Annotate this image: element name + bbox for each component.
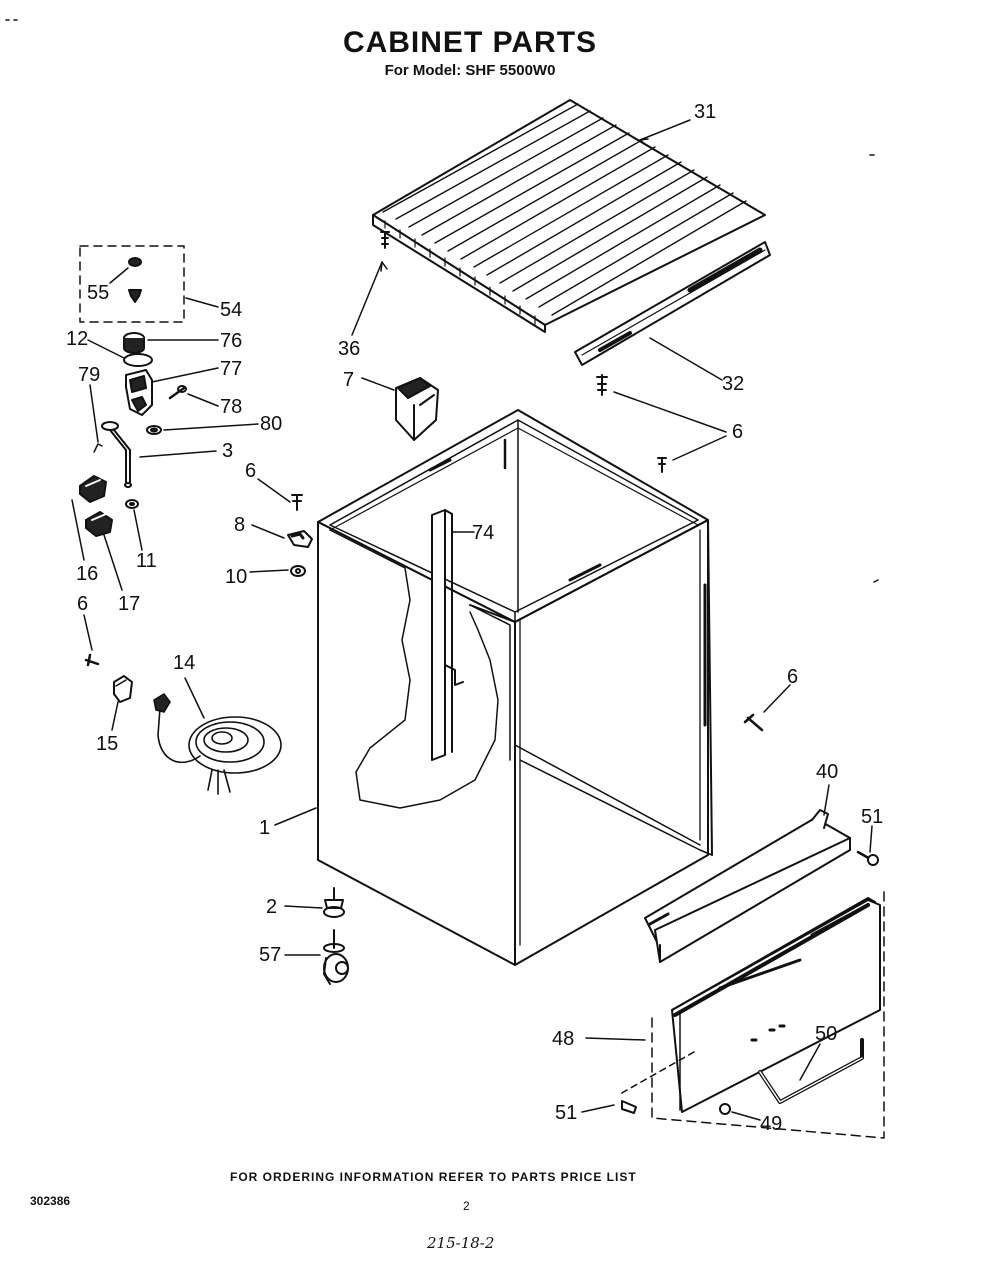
kit-box-48 (651, 887, 885, 1139)
cabinet-lid-31 (372, 99, 766, 333)
callout-51b: 51 (555, 1102, 577, 1124)
callout-12: 12 (66, 328, 88, 350)
bracket-7 (395, 377, 439, 441)
nut-49 (719, 1103, 731, 1115)
callout-10: 10 (225, 566, 247, 588)
washer-11 (125, 499, 139, 509)
clamp-15 (113, 675, 133, 703)
callout-54: 54 (220, 299, 242, 321)
callout-7: 7 (343, 369, 354, 391)
screw-6-top (596, 374, 608, 396)
callout-36: 36 (338, 338, 360, 360)
callout-6d: 6 (77, 593, 88, 615)
callout-76: 76 (220, 330, 242, 352)
ordering-note: FOR ORDERING INFORMATION REFER TO PARTS … (230, 1170, 637, 1184)
screw-6-mid (657, 457, 667, 473)
callout-6a: 6 (732, 421, 743, 443)
nut-10 (290, 565, 306, 577)
caster-57 (323, 929, 349, 985)
knob-76 (123, 332, 145, 354)
nut-80 (146, 425, 162, 435)
callout-15: 15 (96, 733, 118, 755)
document-number: 302386 (30, 1194, 71, 1208)
screw-6-right (743, 713, 764, 732)
callout-40: 40 (816, 761, 838, 783)
callout-80: 80 (260, 413, 282, 435)
leader-lines (71, 119, 873, 1121)
cabinet-body-1 (317, 409, 713, 966)
drain-channel-74 (431, 509, 464, 761)
page-title: CABINET PARTS (342, 26, 598, 59)
thermostat-77 (125, 369, 153, 416)
callout-2: 2 (266, 896, 277, 918)
handwritten-note: 215-18-2 (427, 1234, 495, 1252)
washer-12 (123, 353, 153, 367)
part-79 (93, 443, 103, 453)
callout-51a: 51 (861, 806, 883, 828)
leveling-leg-2 (323, 887, 345, 918)
callout-74: 74 (472, 522, 494, 544)
callout-labels: 31 32 36 7 6 6 6 6 74 8 10 1 2 57 55 54 … (66, 101, 883, 1135)
callout-48: 48 (552, 1028, 574, 1050)
screw-78 (168, 385, 187, 400)
screw-6-left (291, 494, 303, 511)
screw-36 (380, 231, 390, 249)
drain-tube-50 (758, 1038, 864, 1104)
part-55 (128, 257, 142, 303)
callout-57: 57 (259, 944, 281, 966)
callout-16: 16 (76, 563, 98, 585)
callout-6c: 6 (787, 666, 798, 688)
callout-78: 78 (220, 396, 242, 418)
screw-51-right (856, 850, 879, 866)
callout-11: 11 (136, 550, 157, 572)
access-panel-48 (671, 897, 881, 1113)
hinge-rail-32 (574, 241, 771, 366)
knob-17 (85, 511, 113, 537)
bottom-rail-40 (644, 809, 851, 963)
screw-6-clamp (84, 653, 100, 667)
callout-14: 14 (173, 652, 195, 674)
model-subtitle: For Model: SHF 5500W0 (384, 62, 556, 79)
shaft-3 (101, 421, 132, 488)
callout-49: 49 (760, 1113, 782, 1135)
page-number: 2 (463, 1199, 470, 1213)
kit-box-54 (79, 245, 185, 323)
callout-6b: 6 (245, 460, 256, 482)
screw-51-left (621, 1100, 637, 1114)
knob-16 (79, 475, 107, 503)
callout-55: 55 (87, 282, 109, 304)
callout-32: 32 (722, 373, 744, 395)
callout-50: 50 (815, 1023, 837, 1045)
callout-17: 17 (118, 593, 140, 615)
heater-cord-14 (153, 693, 282, 795)
callout-1: 1 (259, 817, 270, 839)
callout-31: 31 (694, 101, 716, 123)
callout-77: 77 (220, 358, 242, 380)
callout-79: 79 (78, 364, 100, 386)
scan-specks (5, 19, 879, 583)
callout-8: 8 (234, 514, 245, 536)
callout-3: 3 (222, 440, 233, 462)
clip-8 (287, 530, 313, 548)
